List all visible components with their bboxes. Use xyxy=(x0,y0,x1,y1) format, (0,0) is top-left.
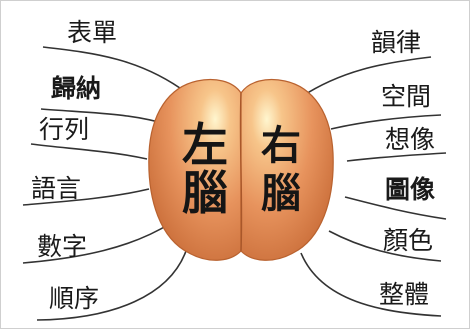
left-label-6: 順序 xyxy=(49,284,99,313)
left-connector-lines xyxy=(22,46,189,321)
right-line-1 xyxy=(300,56,432,98)
left-line-5 xyxy=(22,222,172,264)
right-brain-char-bottom: 腦 xyxy=(261,171,301,217)
right-line-4 xyxy=(344,196,447,220)
hemisphere-divider xyxy=(239,92,243,252)
right-hemisphere xyxy=(240,78,334,261)
left-line-3 xyxy=(30,143,148,160)
right-line-2 xyxy=(330,114,442,130)
right-line-5 xyxy=(328,230,442,262)
left-label-2: 歸納 xyxy=(51,74,101,103)
left-brain-char-top: 左 xyxy=(182,118,228,172)
left-label-1: 表單 xyxy=(67,18,117,47)
right-brain-char-top: 右 xyxy=(261,123,301,169)
left-label-5: 數字 xyxy=(37,232,87,261)
right-line-3 xyxy=(346,152,447,162)
right-label-1: 韻律 xyxy=(371,28,421,57)
left-label-4: 語言 xyxy=(31,174,81,203)
right-line-6 xyxy=(300,252,442,317)
right-label-4: 圖像 xyxy=(385,175,435,204)
left-label-3: 行列 xyxy=(39,115,89,144)
left-line-6 xyxy=(36,244,189,321)
right-label-3: 想像 xyxy=(385,125,435,154)
right-connector-lines xyxy=(300,56,447,317)
right-label-2: 空間 xyxy=(381,82,431,111)
right-label-5: 顏色 xyxy=(383,226,433,255)
right-label-6: 整體 xyxy=(379,280,429,309)
left-line-4 xyxy=(22,188,150,206)
left-hemisphere xyxy=(148,78,242,261)
left-line-1 xyxy=(42,46,188,94)
left-brain-char-bottom: 腦 xyxy=(182,166,228,220)
